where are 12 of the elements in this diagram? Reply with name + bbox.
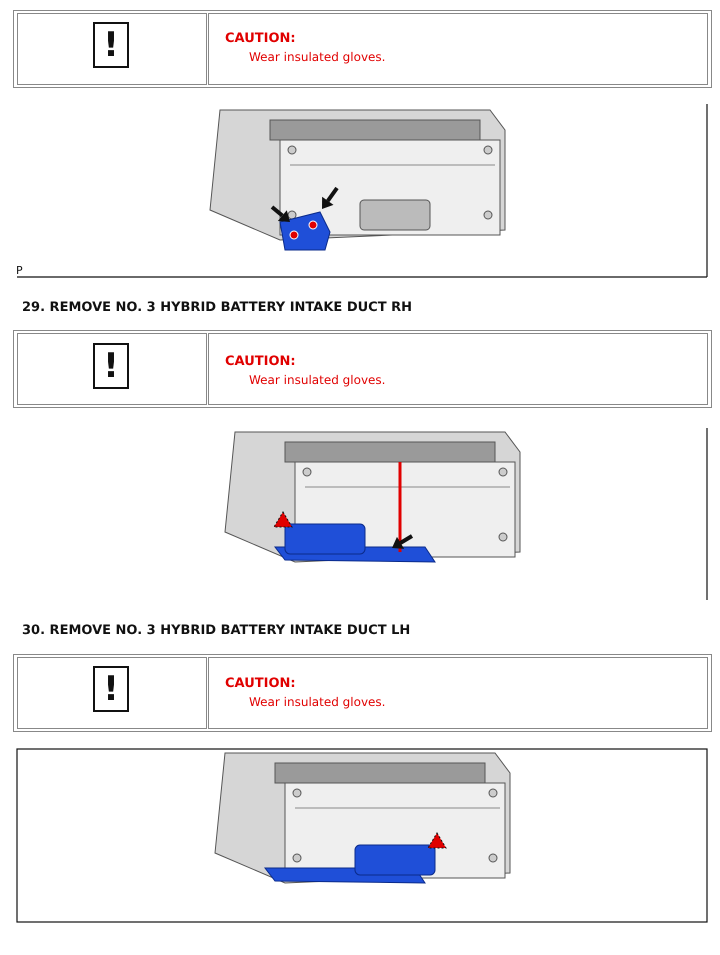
caution-heading: CAUTION: bbox=[225, 354, 296, 369]
caution-text: Wear insulated gloves. bbox=[249, 695, 386, 709]
warning-sign: ! bbox=[93, 666, 129, 712]
caution-text: Wear insulated gloves. bbox=[249, 373, 386, 387]
illustration-code: P bbox=[16, 264, 23, 277]
caution-text: Wear insulated gloves. bbox=[249, 50, 386, 64]
caution-heading: CAUTION: bbox=[225, 676, 296, 691]
step-heading: 29. REMOVE NO. 3 HYBRID BATTERY INTAKE DUCT RH bbox=[22, 300, 412, 315]
step-heading: 30. REMOVE NO. 3 HYBRID BATTERY INTAKE DUCT LH bbox=[22, 623, 410, 638]
caution-heading: CAUTION: bbox=[225, 31, 296, 46]
warning-sign: ! bbox=[93, 343, 129, 389]
warning-sign: ! bbox=[93, 22, 129, 68]
